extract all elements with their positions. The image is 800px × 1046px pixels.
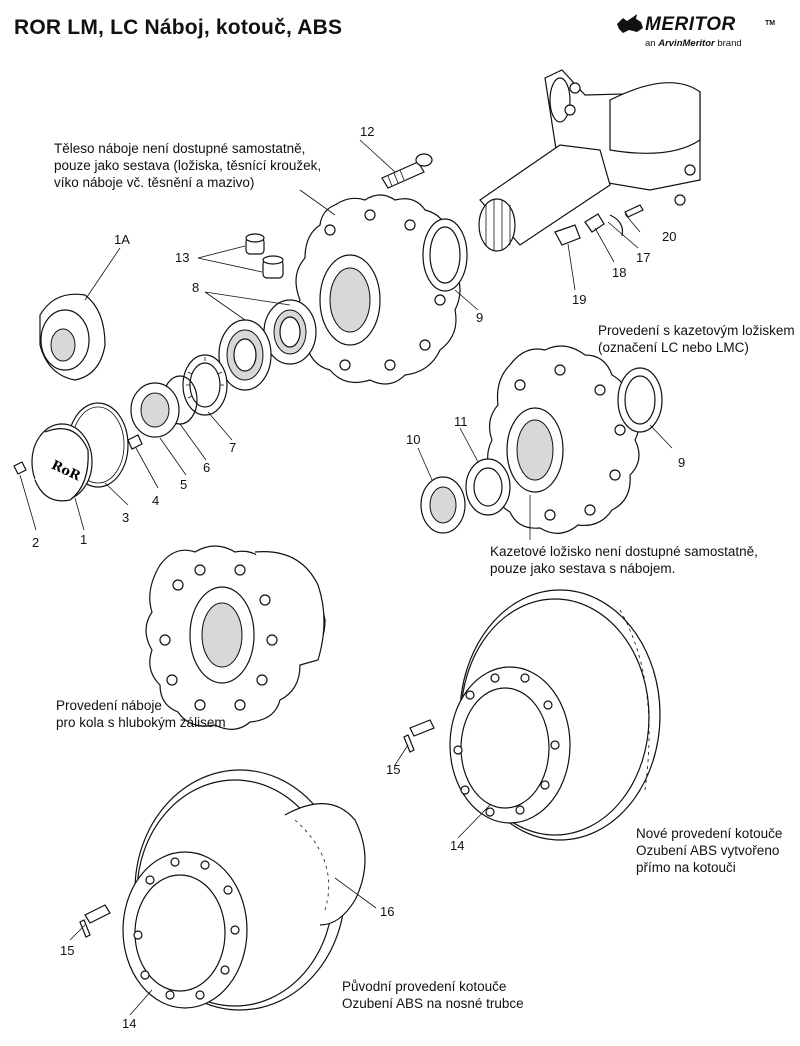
callout-4: 4 bbox=[152, 493, 160, 508]
oil-seal-9-top bbox=[422, 218, 468, 292]
lock-washer-7 bbox=[182, 354, 228, 416]
callout-14-new: 14 bbox=[450, 838, 465, 853]
hub-cap-1 bbox=[31, 423, 93, 502]
callout-6: 6 bbox=[203, 460, 211, 475]
note-hub-body: Těleso náboje není dostupné samostatně, … bbox=[54, 141, 322, 190]
brake-disc-new-14 bbox=[449, 589, 661, 841]
thrust-washer-11 bbox=[465, 458, 511, 516]
callout-5: 5 bbox=[180, 477, 188, 492]
bearing-8-inner bbox=[218, 319, 272, 391]
cassette-bearing-hub bbox=[487, 345, 640, 534]
note-cassette-version: Provedení s kazetovým ložiskem (označení… bbox=[598, 323, 795, 355]
axle-nut-5 bbox=[130, 382, 180, 438]
page-title: ROR LM, LC Náboj, kotouč, ABS bbox=[14, 16, 343, 39]
brand-trademark: TM bbox=[765, 20, 776, 27]
brand-subtitle: an ArvinMeritor brand bbox=[645, 38, 742, 49]
brand-sub-strong: ArvinMeritor bbox=[658, 38, 715, 49]
callout-14-original: 14 bbox=[122, 1016, 137, 1031]
callout-11: 11 bbox=[454, 414, 468, 429]
dowel-sleeves-13 bbox=[245, 233, 284, 279]
callout-13: 13 bbox=[175, 250, 190, 265]
note-deep-offset-hub: Provedení náboje pro kola s hlubokým zál… bbox=[56, 698, 226, 730]
wheel-stud-12 bbox=[381, 153, 433, 189]
deep-offset-hub bbox=[145, 545, 326, 730]
bull-logo-icon bbox=[617, 14, 643, 33]
callout-19: 19 bbox=[572, 292, 587, 307]
cassette-nut-10 bbox=[420, 476, 466, 534]
callout-1a: 1A bbox=[114, 232, 130, 247]
callout-20: 20 bbox=[662, 229, 677, 244]
hub-cap-1a bbox=[39, 293, 106, 381]
brand-name: MERITOR bbox=[645, 14, 736, 35]
callout-9-top: 9 bbox=[476, 310, 484, 325]
brake-disc-original-14 bbox=[122, 769, 366, 1011]
sensor-parts bbox=[554, 204, 644, 246]
oil-seal-9-cassette bbox=[617, 367, 663, 433]
callout-8: 8 bbox=[192, 280, 200, 295]
callout-9-cassette: 9 bbox=[678, 455, 686, 470]
callout-15-new: 15 bbox=[386, 762, 401, 777]
screw-4 bbox=[127, 434, 143, 450]
callout-17: 17 bbox=[636, 250, 651, 265]
callout-16: 16 bbox=[380, 904, 395, 919]
callout-1: 1 bbox=[80, 532, 88, 547]
callout-15-original: 15 bbox=[60, 943, 75, 958]
callout-7: 7 bbox=[229, 440, 237, 455]
axle-spindle bbox=[478, 69, 701, 252]
meritor-brand: MERITOR TM an ArvinMeritor brand bbox=[615, 14, 790, 54]
bearing-8-outer bbox=[263, 299, 317, 365]
leader-lines bbox=[19, 139, 673, 1016]
note-original-disc: Původní provedení kotouče Ozubení ABS na… bbox=[342, 979, 524, 1011]
note-new-disc: Nové provedení kotouče Ozubení ABS vytvo… bbox=[636, 826, 783, 875]
screw-2 bbox=[13, 461, 27, 475]
callout-10: 10 bbox=[406, 432, 421, 447]
callout-12: 12 bbox=[360, 124, 375, 139]
callout-2: 2 bbox=[32, 535, 40, 550]
brand-sub-prefix: an bbox=[645, 38, 656, 49]
note-cassette-bearing: Kazetové ložisko není dostupné samostatn… bbox=[490, 544, 758, 576]
brand-sub-suffix: brand bbox=[717, 38, 742, 49]
disc-bolt-15-new bbox=[403, 719, 435, 753]
disc-bolt-15-original bbox=[79, 904, 111, 938]
callout-3: 3 bbox=[122, 510, 130, 525]
callout-18: 18 bbox=[612, 265, 627, 280]
wheel-hub-main bbox=[295, 194, 461, 385]
